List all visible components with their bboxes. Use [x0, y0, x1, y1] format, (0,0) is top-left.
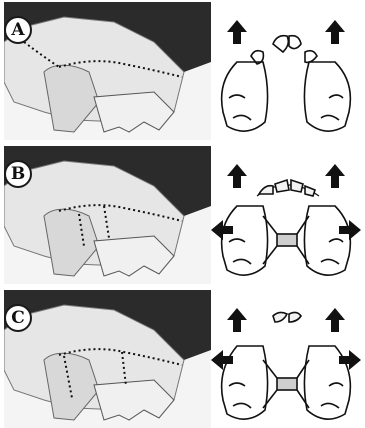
arrow-up-icon: [325, 308, 345, 332]
arrow-up-icon: [325, 164, 345, 188]
panel-label-c: C: [4, 304, 32, 332]
maxilla-diagram-b: [207, 146, 365, 286]
panel-c: C: [0, 290, 365, 428]
panel-label-a: A: [4, 16, 32, 44]
arrow-up-icon: [227, 308, 247, 332]
skull-photo-b: [4, 146, 211, 284]
arrow-right-icon: [339, 350, 361, 370]
skull-photo-a: [4, 2, 211, 140]
arrow-up-icon: [227, 20, 247, 44]
arrow-up-icon: [227, 164, 247, 188]
arrow-left-icon: [211, 350, 233, 370]
panel-b: B: [0, 146, 365, 286]
panel-a: A: [0, 2, 365, 142]
arrow-up-icon: [325, 20, 345, 44]
maxilla-diagram-a: [207, 2, 365, 142]
maxilla-diagram-c: [207, 290, 365, 428]
skull-photo-c: [4, 290, 211, 428]
panel-label-b: B: [4, 160, 32, 188]
